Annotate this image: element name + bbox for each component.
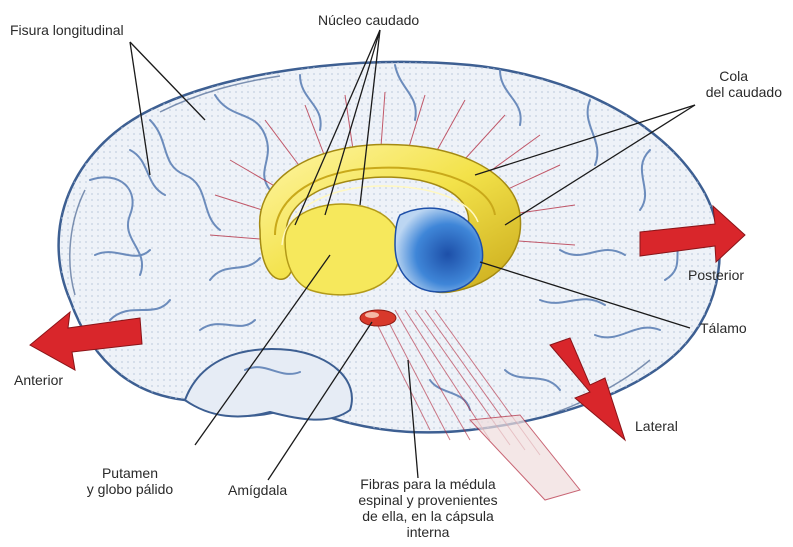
label-amigdala: Amígdala: [228, 482, 287, 498]
label-fibras: Fibras para la médula espinal y provenie…: [318, 476, 538, 540]
label-fibras-line1: Fibras para la médula: [318, 476, 538, 492]
label-putamen-line2: y globo pálido: [60, 481, 200, 497]
amygdala: [360, 310, 396, 326]
putamen: [285, 204, 401, 295]
amygdala-highlight: [365, 312, 379, 318]
label-cola-line1: Cola: [672, 68, 782, 84]
label-cola-del-caudado: Cola del caudado: [672, 68, 782, 100]
label-nucleo-caudado: Núcleo caudado: [318, 12, 419, 28]
label-fibras-line4: interna: [318, 524, 538, 540]
label-fibras-line2: espinal y provenientes: [318, 492, 538, 508]
label-posterior: Posterior: [688, 267, 744, 283]
label-fisura-longitudinal: Fisura longitudinal: [10, 22, 124, 38]
label-lateral: Lateral: [635, 418, 678, 434]
label-anterior: Anterior: [14, 372, 63, 388]
label-putamen: Putamen y globo pálido: [60, 465, 200, 497]
label-talamo: Tálamo: [700, 320, 747, 336]
label-cola-line2: del caudado: [672, 84, 782, 100]
label-putamen-line1: Putamen: [60, 465, 200, 481]
label-fibras-line3: de ella, en la cápsula: [318, 508, 538, 524]
